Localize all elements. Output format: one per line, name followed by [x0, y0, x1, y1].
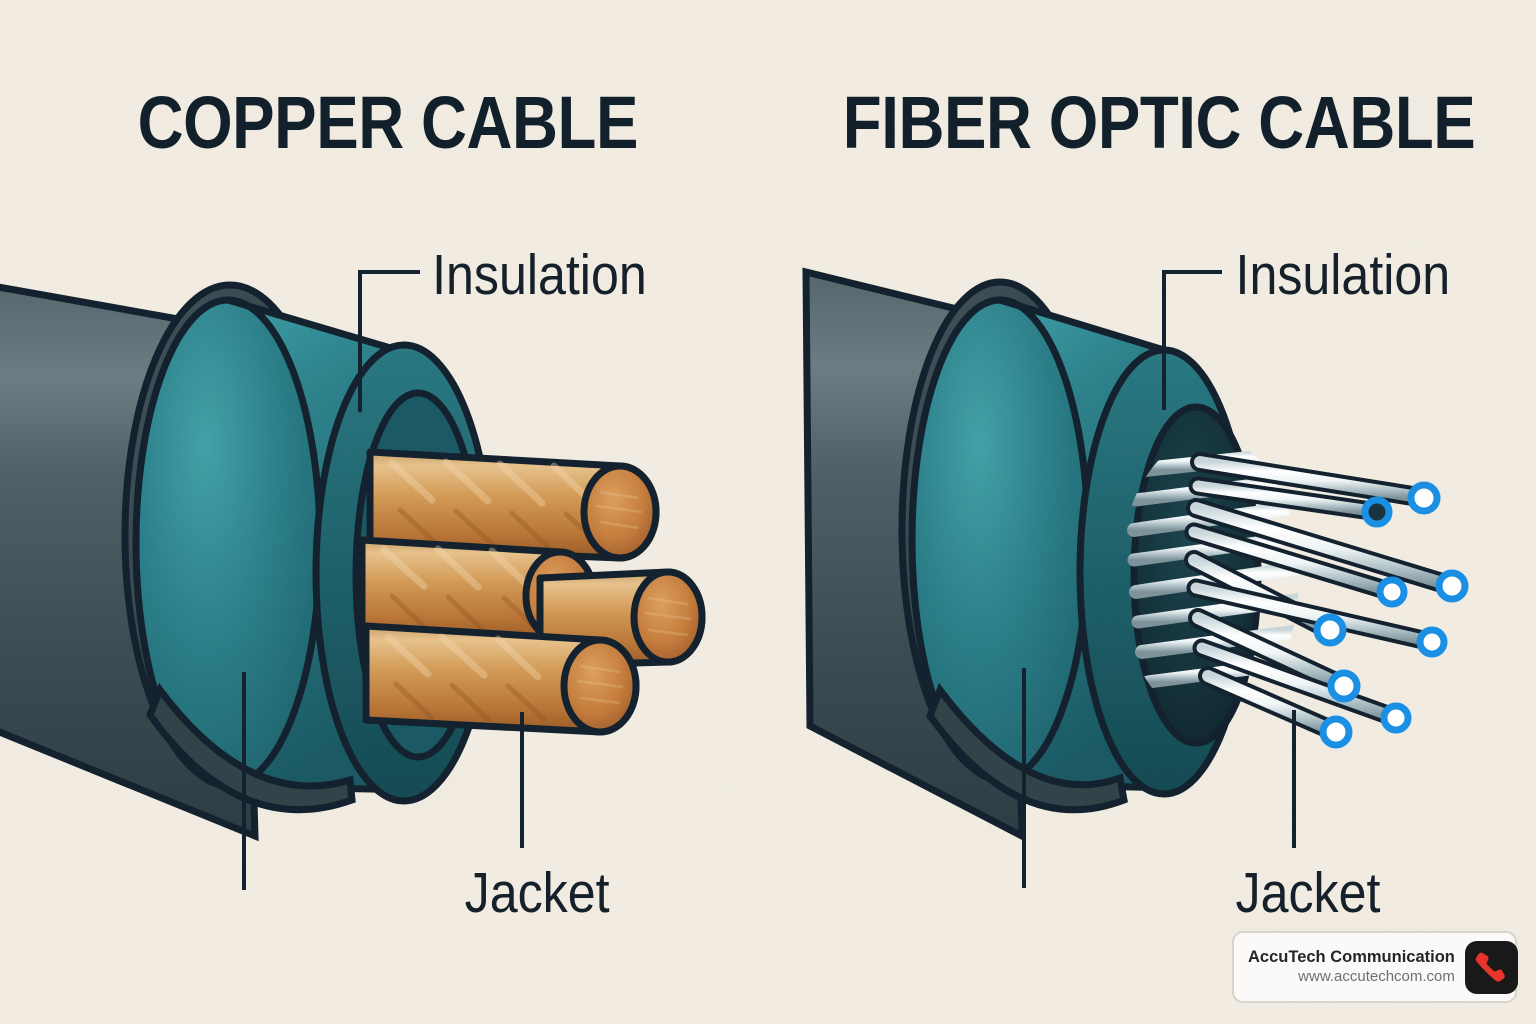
fiber-insulation-face — [912, 300, 1088, 780]
copper-leader-lines — [242, 270, 524, 890]
fiber-tip-rings — [1313, 481, 1469, 749]
copper-conductor-bundle — [358, 448, 706, 736]
fiber-cable-title: FIBER OPTIC CABLE — [843, 82, 1476, 165]
fiber-strands-emerging — [1184, 452, 1469, 749]
copper-insulation-label: Insulation — [432, 243, 647, 307]
fiber-cable-illustration — [802, 267, 1469, 842]
copper-strand-top — [366, 448, 660, 562]
watermark-badge[interactable]: AccuTech Communication www.accutechcom.c… — [1232, 931, 1518, 1003]
fiber-insulation-leader — [1162, 270, 1222, 410]
phone-handset-icon — [1464, 940, 1518, 994]
watermark-website-url: www.accutechcom.com — [1298, 967, 1455, 985]
fiber-tip — [1313, 613, 1347, 647]
fiber-leader-lines — [1022, 270, 1296, 888]
copper-jacket-front-lip — [146, 682, 356, 814]
copper-insulation-face — [136, 300, 320, 786]
copper-jacket-label: Jacket — [465, 861, 610, 925]
fiber-jacket-label: Jacket — [1236, 861, 1381, 925]
fiber-jacket-front-lip — [926, 682, 1128, 814]
fiber-tip — [1319, 715, 1353, 749]
fiber-tip — [1435, 569, 1469, 603]
copper-cable-title: COPPER CABLE — [138, 82, 638, 165]
fiber-tip — [1416, 626, 1448, 658]
watermark-text-group: AccuTech Communication www.accutechcom.c… — [1248, 948, 1455, 985]
watermark-company-name: AccuTech Communication — [1248, 948, 1455, 967]
fiber-insulation-label: Insulation — [1236, 243, 1451, 307]
fiber-tip — [1407, 481, 1441, 515]
copper-jacket-outline — [0, 283, 259, 842]
copper-insulation-leader — [358, 270, 420, 412]
fiber-tip — [1327, 669, 1361, 703]
fiber-tip — [1380, 702, 1412, 734]
copper-cable-illustration — [0, 281, 706, 842]
fiber-tip — [1376, 576, 1408, 608]
fiber-tip — [1361, 496, 1393, 528]
copper-strand-bottom — [362, 622, 640, 736]
